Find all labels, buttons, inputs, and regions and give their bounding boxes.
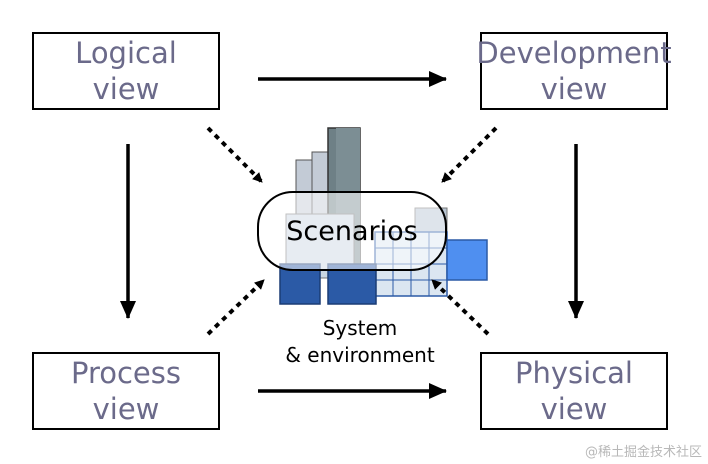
process-view-line1: Process [70, 356, 181, 390]
physical-view-box: Physical view [480, 352, 668, 430]
logical-view-box: Logical view [32, 32, 220, 110]
system-label-line2: & environment [285, 343, 435, 367]
logical-view-line1: Logical [75, 36, 177, 70]
scenarios-label: Scenarios [286, 215, 418, 247]
development-view-box: Development view [476, 32, 672, 110]
physical-view-line2: view [540, 392, 608, 426]
scenarios-bubble: Scenarios [257, 191, 447, 271]
dotted-arrow-development [440, 126, 498, 184]
development-view-line2: view [540, 72, 608, 106]
watermark: @稀土掘金技术社区 [584, 445, 702, 460]
process-view-line2: view [92, 392, 160, 426]
dotted-arrow-process [206, 278, 266, 336]
physical-view-line1: Physical [515, 356, 633, 390]
system-environment-label: System & environment [262, 315, 458, 369]
dotted-arrow-logical [206, 126, 264, 184]
process-view-box: Process view [32, 352, 220, 430]
logical-view-line2: view [92, 72, 160, 106]
system-label-line1: System [322, 316, 398, 340]
development-view-line1: Development [476, 36, 672, 70]
dotted-arrow-physical [430, 278, 490, 336]
